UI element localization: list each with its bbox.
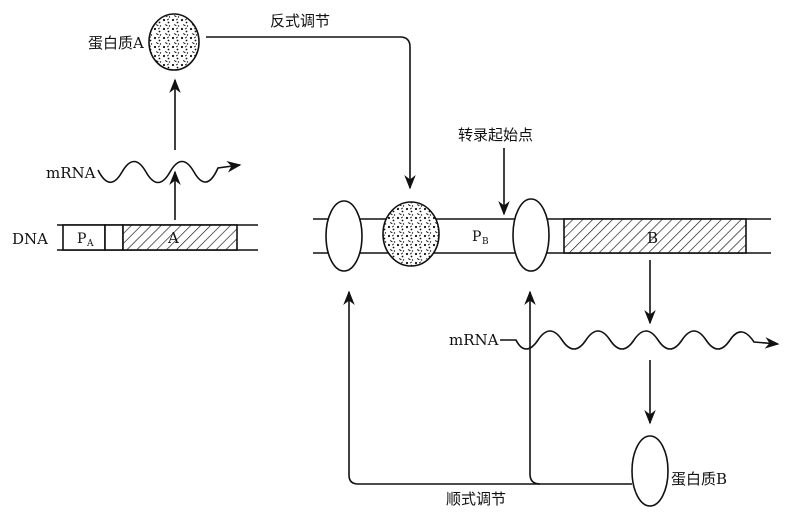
promoter-a-label: P <box>77 231 86 247</box>
negative-regulation-arrow <box>206 36 416 190</box>
positive-regulation-arrow-left <box>343 290 632 485</box>
promoter-b-subscript: B <box>482 237 489 247</box>
positive-regulation-label: 顺式调节 <box>446 490 506 508</box>
mrna-a-wave <box>97 160 242 184</box>
positive-regulation-arrow-right <box>524 290 541 485</box>
mrna-b-wave <box>500 330 780 350</box>
gene-a-box <box>122 224 238 251</box>
gene-b-label: B <box>647 229 658 247</box>
gene-a-label: A <box>167 229 179 247</box>
start-site-ellipse <box>512 198 550 272</box>
promoter-b-label: P <box>472 229 481 245</box>
enhancer-ellipse <box>325 200 363 272</box>
protein-b-label: 蛋白质B <box>671 470 727 488</box>
spacer-box <box>104 224 124 251</box>
gene-b-box <box>563 218 747 254</box>
protein-b <box>631 435 669 507</box>
mrna-right-label: mRNA <box>449 331 499 349</box>
dna-a <box>57 224 258 251</box>
protein-a-bound <box>382 201 440 267</box>
negative-regulation-label: 反式调节 <box>270 12 330 30</box>
promoter-a-subscript: A <box>86 239 94 249</box>
transcription-start-label: 转录起始点 <box>458 126 533 144</box>
protein-a <box>148 13 200 71</box>
protein-a-label: 蛋白质A <box>88 34 144 52</box>
mrna-left-label: mRNA <box>46 164 96 182</box>
dna-label: DNA <box>12 230 48 248</box>
